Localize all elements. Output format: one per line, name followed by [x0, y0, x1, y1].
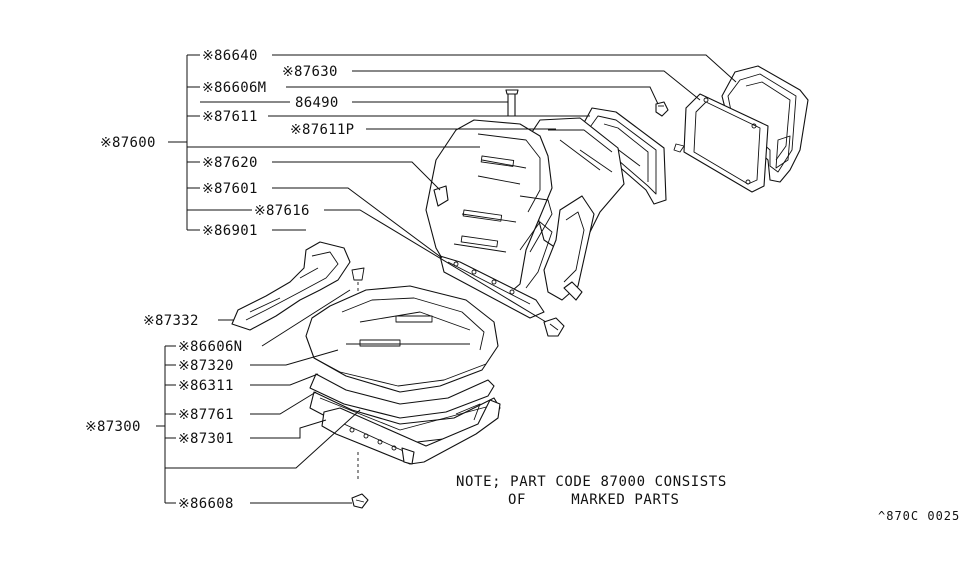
back-frame-side-part — [543, 195, 595, 301]
side-trim-part — [231, 241, 351, 331]
callout-87301: ※87301 — [178, 431, 234, 447]
callout-87600: ※87600 — [100, 135, 156, 151]
callout-87761: ※87761 — [178, 407, 234, 423]
note-line-1: NOTE; PART CODE 87000 CONSISTS — [456, 474, 727, 490]
callout-87601: ※87601 — [202, 181, 258, 197]
leader-lines — [156, 54, 737, 504]
callout-87616: ※87616 — [254, 203, 310, 219]
callout-86606m: ※86606M — [202, 80, 266, 96]
note-line-2: OF MARKED PARTS — [508, 492, 680, 508]
callout-86606n: ※86606N — [178, 339, 242, 355]
callout-87620: ※87620 — [202, 155, 258, 171]
callout-87630: ※87630 — [282, 64, 338, 80]
back-board-part — [683, 93, 769, 193]
seat-cushion-part — [305, 285, 499, 393]
seat-base-part — [321, 399, 501, 480]
hook-clip-part — [351, 493, 369, 509]
callout-87320: ※87320 — [178, 358, 234, 374]
callout-86640: ※86640 — [202, 48, 258, 64]
callout-87300: ※87300 — [85, 419, 141, 435]
callout-87611: ※87611 — [202, 109, 258, 125]
guide-pin-part — [505, 89, 519, 117]
callout-86490: 86490 — [295, 95, 339, 111]
seat-pad-part — [309, 373, 495, 419]
callout-86608: ※86608 — [178, 496, 234, 512]
clip-part — [655, 101, 685, 153]
recliner-knob-part — [543, 317, 565, 337]
callout-86901: ※86901 — [202, 223, 258, 239]
back-frame-rail-part — [439, 255, 545, 319]
callout-86311: ※86311 — [178, 378, 234, 394]
callout-87611p: ※87611P — [290, 122, 354, 138]
callout-87332: ※87332 — [143, 313, 199, 329]
figure-code: ^870C 0025 — [878, 509, 960, 523]
